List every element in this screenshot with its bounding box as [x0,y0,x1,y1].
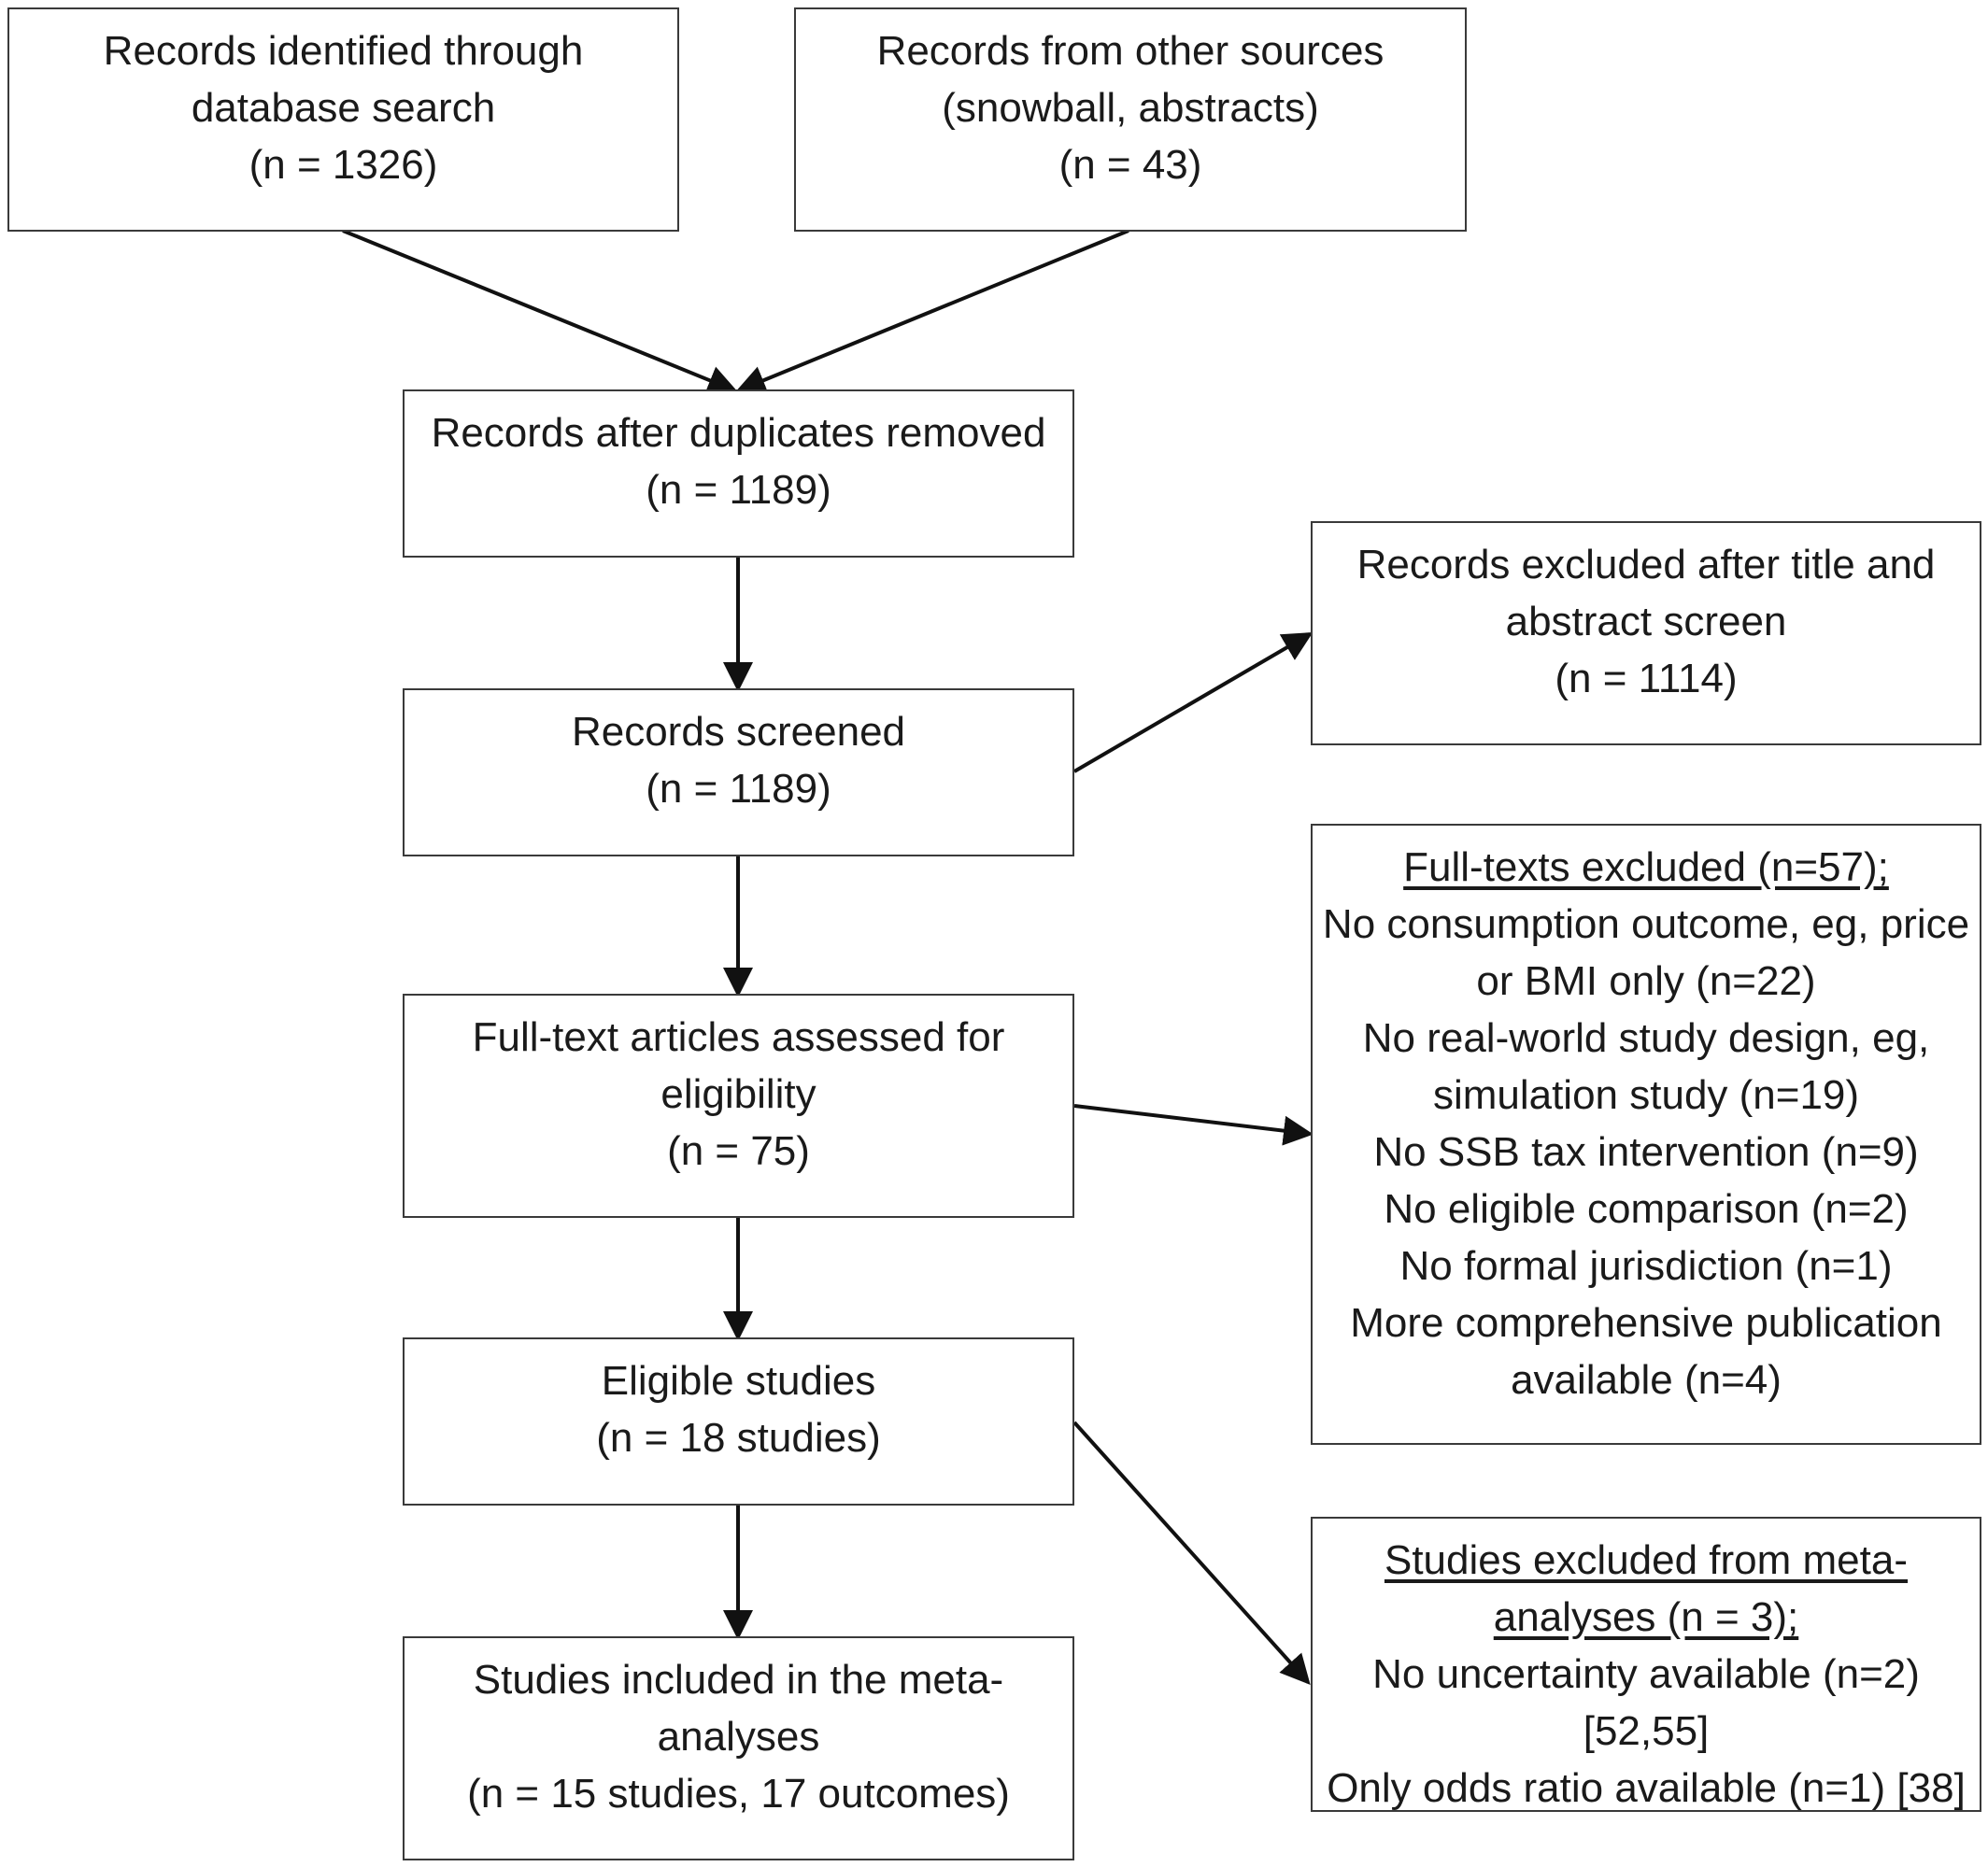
box-line: (n = 1114) [1555,656,1738,701]
box-line: (n = 43) [1058,142,1202,188]
box-line: No eligible comparison (n=2) [1384,1186,1909,1232]
box-line: No uncertainty available (n=2) [1372,1651,1920,1697]
box-duplicates-removed: Records after duplicates removed (n = 11… [403,389,1074,558]
box-line: Studies included in the meta- [473,1657,1004,1703]
box-line: Records from other sources [876,28,1384,74]
arrow-db-to-dedup [342,229,738,395]
box-line: eligibility [660,1071,816,1117]
box-heading: analyses (n = 3); [1493,1594,1799,1640]
box-line: No formal jurisdiction (n=1) [1399,1243,1893,1289]
box-line: (n = 1326) [248,142,438,188]
box-line: Full-text articles assessed for [472,1014,1005,1060]
box-eligible-studies: Eligible studies (n = 18 studies) [403,1337,1074,1506]
box-line: (n = 1189) [646,766,831,812]
box-excluded-title-abstract: Records excluded after title and abstrac… [1311,521,1981,745]
box-line: (snowball, abstracts) [942,85,1319,131]
box-line: Eligible studies [601,1358,876,1404]
box-line: No SSB tax intervention (n=9) [1373,1129,1919,1175]
box-line: Records after duplicates removed [431,410,1046,456]
box-line: database search [191,85,496,131]
box-fulltext-excluded: Full-texts excluded (n=57); No consumpti… [1311,824,1981,1445]
arrow-fulltext-to-excluded [1073,1104,1314,1146]
box-line: More comprehensive publication [1350,1300,1942,1346]
box-line: abstract screen [1505,599,1787,644]
box-line: (n = 18 studies) [596,1415,881,1461]
box-line: simulation study (n=19) [1432,1072,1860,1118]
box-records-screened: Records screened (n = 1189) [403,688,1074,856]
box-line: available (n=4) [1511,1357,1782,1403]
box-line: (n = 1189) [646,467,831,513]
box-line: Only odds ratio available (n=1) [38] [1327,1765,1966,1811]
box-line: or BMI only (n=22) [1476,958,1816,1004]
arrow-other-to-dedup [735,229,1129,395]
box-line: [52,55] [1583,1708,1710,1754]
box-line: (n = 75) [667,1128,810,1174]
box-line: No consumption outcome, eg, price [1322,901,1970,947]
box-line: Records screened [571,709,906,755]
box-database-search: Records identified through database sear… [7,7,679,232]
box-heading: Studies excluded from meta- [1384,1537,1909,1583]
box-other-sources: Records from other sources (snowball, ab… [794,7,1467,232]
box-heading: Full-texts excluded (n=57); [1403,844,1889,890]
box-line: No real-world study design, eg, [1362,1015,1930,1061]
box-fulltext-assessed: Full-text articles assessed for eligibil… [403,994,1074,1218]
arrow-eligible-to-meta-excluded [1072,1421,1311,1685]
box-meta-excluded: Studies excluded from meta- analyses (n … [1311,1517,1981,1812]
box-line: Records excluded after title and [1356,542,1936,587]
box-line: Records identified through [103,28,584,74]
box-included-meta-analyses: Studies included in the meta- analyses (… [403,1636,1074,1860]
box-line: analyses [657,1714,820,1760]
arrow-screened-to-excluded [1072,631,1314,773]
box-line: (n = 15 studies, 17 outcomes) [467,1771,1010,1817]
